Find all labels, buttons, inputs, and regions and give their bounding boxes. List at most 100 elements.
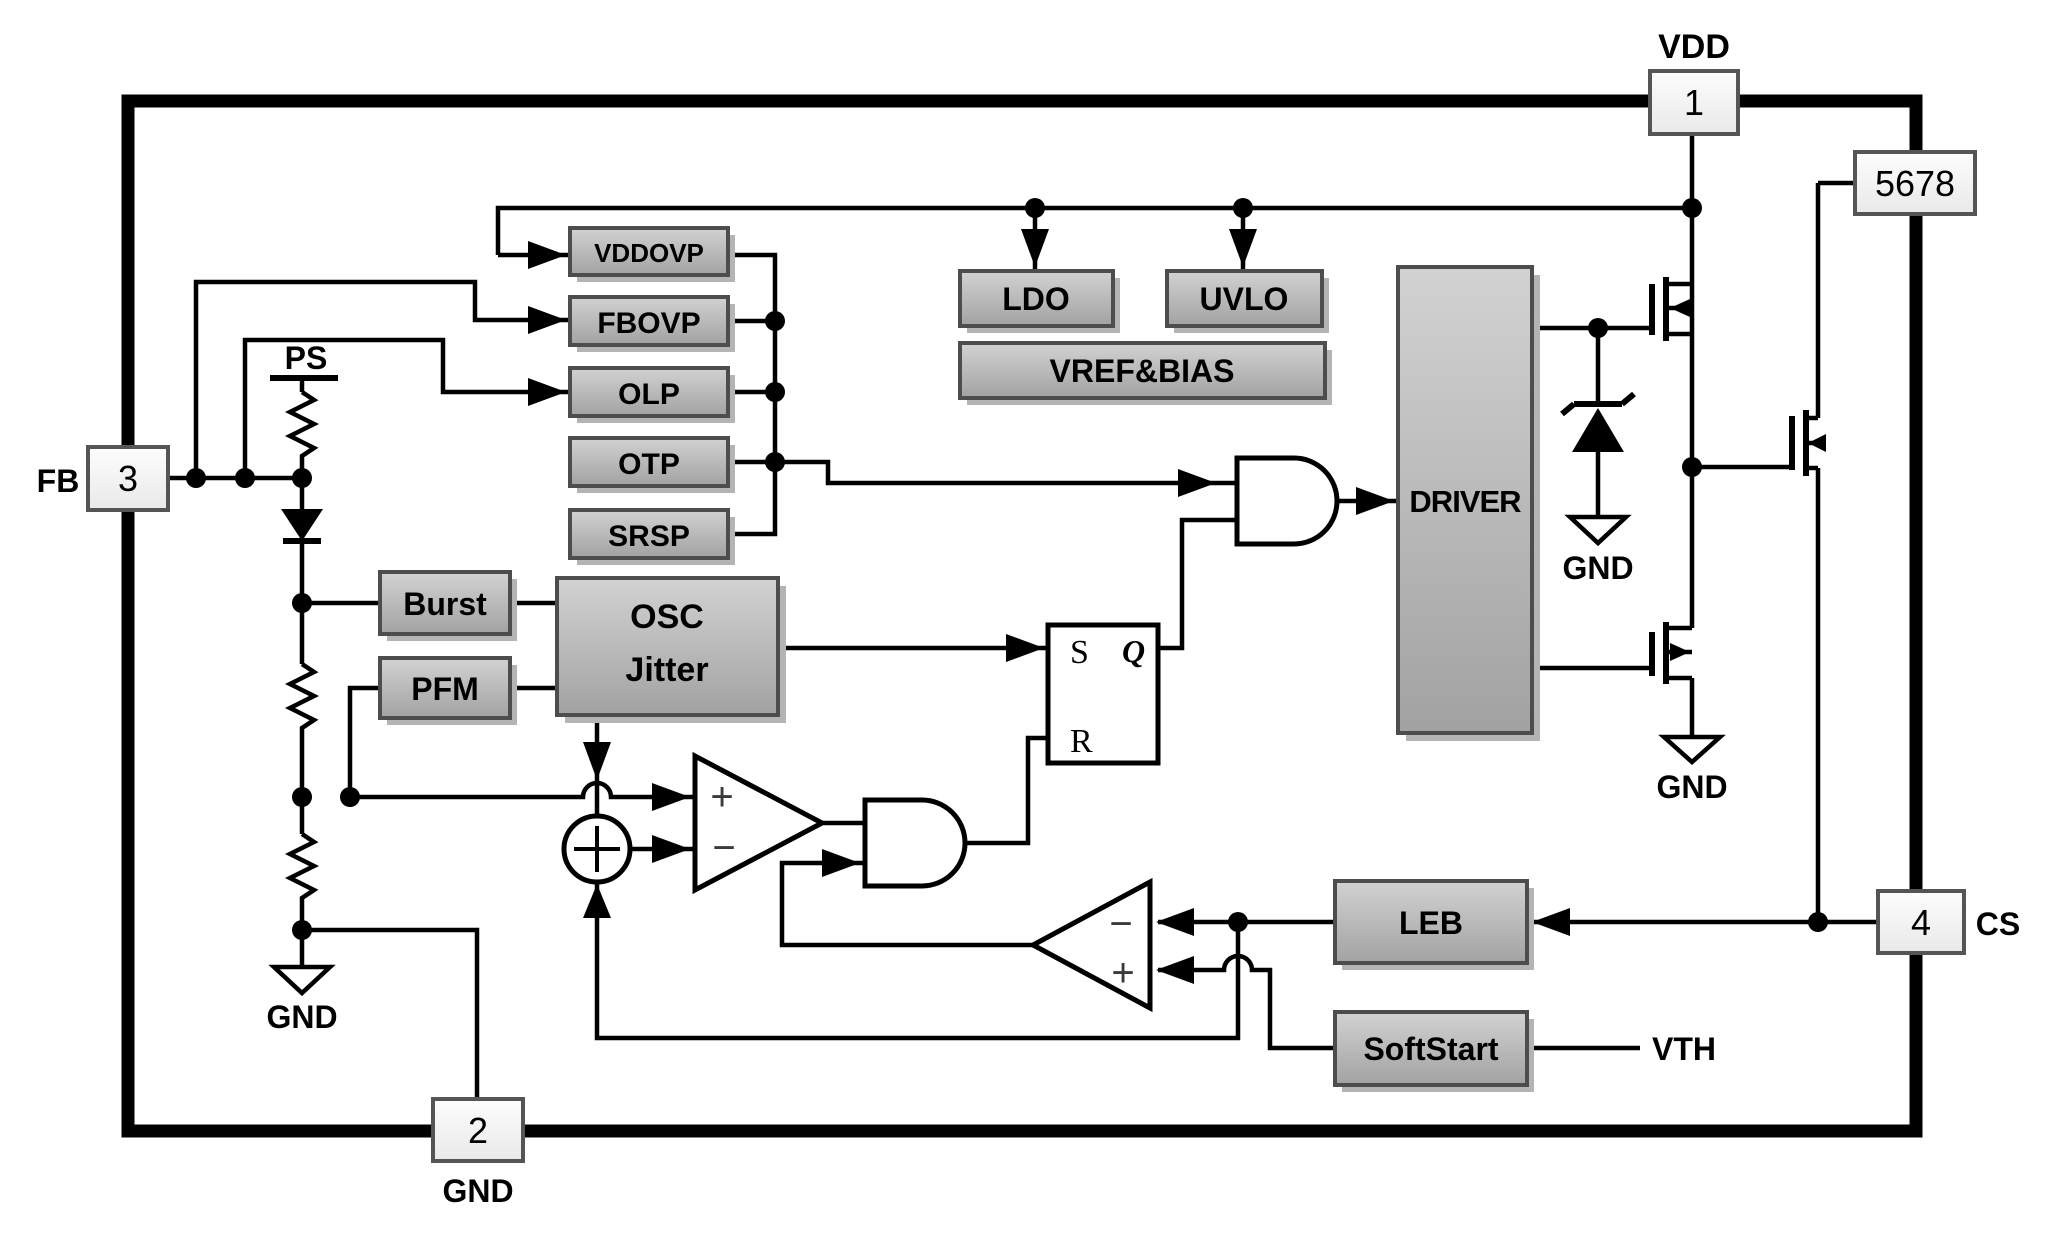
- block-body: [378, 570, 512, 636]
- block-burst: Burst: [378, 570, 517, 641]
- comp1-plus-sign: +: [710, 775, 733, 819]
- cs-pin-label: CS: [1976, 906, 2020, 942]
- pin-fb-number: 3: [118, 458, 138, 499]
- block-fbovp-label: FBOVP: [597, 307, 700, 340]
- block-vref-bias-label: VREF&BIAS: [1050, 353, 1235, 389]
- pin-vdd-number: 1: [1684, 82, 1704, 123]
- wire: [495, 205, 1692, 255]
- wire: [1158, 953, 1335, 1051]
- block-uvlo: UVLO: [1165, 269, 1329, 333]
- gnd-divider-label: GND: [266, 999, 337, 1035]
- block-body: [568, 508, 730, 560]
- block-body: [958, 269, 1115, 328]
- block-olp-label: OLP: [618, 378, 680, 411]
- zener-diode: [1572, 408, 1624, 452]
- wire: [594, 884, 1241, 1041]
- cs-comparator: [1027, 877, 1153, 1013]
- pin-box: [1876, 889, 1966, 955]
- wire: [1620, 391, 1636, 407]
- junction: [186, 468, 206, 488]
- latch-s-label: S: [1070, 634, 1089, 671]
- arrow-osc-ramp: [583, 742, 611, 780]
- block-otp: OTP: [568, 436, 735, 493]
- latch-labels: S Q R: [1070, 633, 1145, 760]
- arrow-into-leb: [1532, 908, 1570, 936]
- pin-cs-number: 4: [1911, 902, 1931, 943]
- resistor-upper: [284, 662, 320, 797]
- latch-r-label: R: [1070, 723, 1093, 760]
- pin-gnd: 2: [431, 1097, 525, 1163]
- comp2-plus-sign: +: [1111, 951, 1134, 995]
- block-leb: LEB: [1333, 879, 1534, 970]
- junction: [1228, 912, 1248, 932]
- junction: [1025, 198, 1045, 218]
- arrow-into-uvlo: [1229, 229, 1257, 267]
- junction: [1682, 457, 1702, 477]
- comp1-minus-sign: −: [712, 826, 735, 870]
- wire: [350, 780, 695, 800]
- junction: [1233, 198, 1253, 218]
- junction: [292, 468, 312, 488]
- wire: [1158, 517, 1237, 651]
- block-body: [568, 295, 730, 347]
- chip-outline: [121, 94, 1923, 1138]
- diode-fb: [281, 509, 323, 541]
- block-vddovp: VDDOVP: [568, 226, 735, 282]
- block-body: [958, 341, 1327, 400]
- vth-label: VTH: [1652, 1031, 1716, 1067]
- junction: [1682, 198, 1702, 218]
- block-leb-label: LEB: [1399, 905, 1463, 941]
- mosfet-m3-arrow: [1670, 643, 1690, 661]
- block-fbovp: FBOVP: [568, 295, 735, 352]
- block-body: [1396, 265, 1534, 735]
- pin-fb: 3: [86, 445, 170, 512]
- gnd-zener-label: GND: [1562, 550, 1633, 586]
- device-symbols: [268, 375, 1726, 997]
- block-driver-label: DRIVER: [1409, 484, 1521, 519]
- block-osc-label-line2: Jitter: [625, 651, 708, 689]
- vdd-pin-label: VDD: [1658, 28, 1730, 66]
- arrow-into-latch-s: [1006, 634, 1044, 662]
- ps-label: PS: [285, 340, 328, 376]
- junction: [1588, 318, 1608, 338]
- latch-q-label: Q: [1122, 633, 1145, 669]
- arrow-into-olp: [528, 378, 566, 406]
- wire: [193, 279, 570, 478]
- block-srsp-label: SRSP: [608, 520, 690, 553]
- pin-box: [1648, 69, 1740, 136]
- pin-box: [1853, 150, 1977, 216]
- arrow-into-and1: [1178, 469, 1216, 497]
- wire: [302, 927, 480, 1100]
- block-body: [568, 436, 730, 488]
- block-body: [568, 226, 730, 277]
- wire: [775, 459, 1237, 486]
- wire: [347, 685, 380, 797]
- gnd-source-label: GND: [1656, 769, 1727, 805]
- block-body: [378, 656, 512, 720]
- wire: [1560, 401, 1576, 417]
- block-body: [1333, 879, 1529, 965]
- junction: [292, 787, 312, 807]
- block-olp: OLP: [568, 366, 735, 423]
- junction: [340, 787, 360, 807]
- pin-boxes: 1 5678 3 2 4: [86, 69, 1977, 1163]
- block-body: [555, 576, 780, 717]
- block-pfm-label: PFM: [411, 671, 479, 707]
- block-pfm: PFM: [378, 656, 517, 725]
- arrow-into-fbovp: [528, 306, 566, 334]
- sr-latch-box: [1045, 622, 1161, 766]
- block-softstart: SoftStart: [1333, 1010, 1534, 1092]
- arrow-into-summer: [583, 884, 611, 918]
- block-ldo-label: LDO: [1002, 281, 1070, 317]
- comparator-signs: + − − +: [710, 775, 1134, 995]
- arrow-into-comp1-plus: [652, 783, 690, 811]
- junction-dots: [186, 198, 1828, 940]
- wire: [242, 337, 570, 478]
- arrow-into-comp1-minus: [652, 835, 690, 863]
- pin-vdd: 1: [1648, 69, 1740, 136]
- and-gate-driver: [1234, 455, 1340, 547]
- block-vddovp-label: VDDOVP: [594, 238, 704, 268]
- block-uvlo-label: UVLO: [1200, 281, 1289, 317]
- logic-shapes: [561, 455, 1340, 1013]
